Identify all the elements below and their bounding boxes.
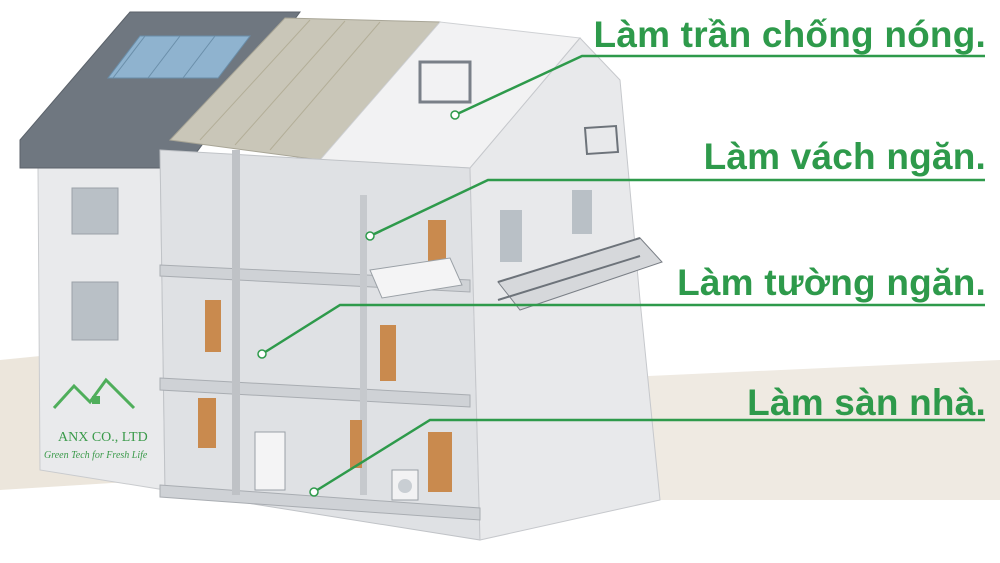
pointer-lines (261, 54, 985, 494)
roof-solar-panel (106, 35, 252, 79)
label-dividing-wall: Làm tường ngăn. (677, 262, 986, 303)
right-window-b (572, 190, 592, 234)
pointer-line-ceiling (454, 54, 985, 117)
pointer-dots (257, 110, 460, 497)
left-window-top (71, 187, 119, 235)
pointer-line-partition (369, 178, 985, 238)
partition-wall-b (360, 195, 367, 495)
partition-wall-a (232, 150, 240, 495)
label-partition: Làm vách ngăn. (703, 136, 986, 177)
bed (369, 257, 463, 299)
door-bottom (428, 432, 452, 492)
right-window-a (500, 210, 522, 262)
door-low-left (198, 398, 216, 448)
logo-company-name: ANX CO., LTD (58, 430, 148, 445)
balcony-upper (583, 124, 620, 156)
door-mid-left (205, 300, 221, 352)
house-logo-icon (52, 377, 136, 410)
pointer-line-floor (313, 418, 985, 494)
pointer-line-wall (261, 303, 985, 356)
door-low (350, 420, 362, 468)
ground-right (560, 360, 1000, 500)
company-logo: ANX CO., LTD Green Tech for Fresh Life (40, 368, 160, 478)
water-heater (254, 431, 286, 491)
roof-skylight (418, 60, 472, 104)
door-mid (380, 325, 396, 381)
label-ceiling-insulation: Làm trần chống nóng. (593, 14, 986, 55)
label-floor: Làm sàn nhà. (747, 382, 986, 423)
left-window-mid (71, 281, 119, 341)
logo-slogan: Green Tech for Fresh Life (44, 450, 148, 461)
